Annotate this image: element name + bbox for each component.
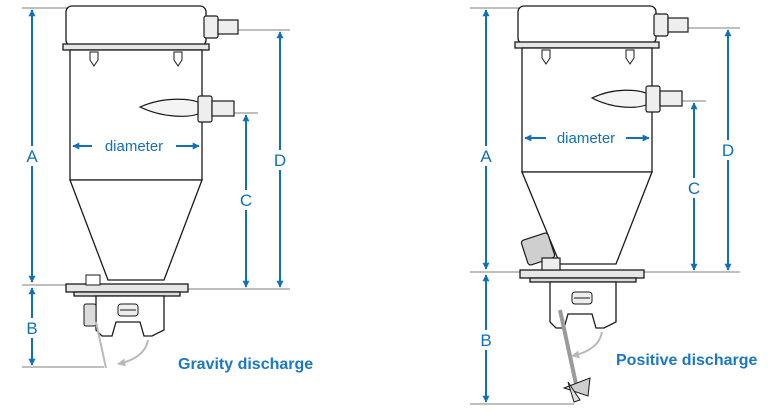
right-dim-d-label: D <box>722 141 734 160</box>
left-figure-gravity: A B C D diameter <box>22 5 290 369</box>
left-flap <box>95 321 107 369</box>
left-sensor <box>83 303 97 327</box>
right-cylinder <box>521 47 653 173</box>
left-lid-band <box>62 43 210 51</box>
right-lid <box>517 5 657 45</box>
right-agitator <box>558 309 591 403</box>
right-inlet-collar <box>645 85 661 113</box>
right-tubes <box>590 13 689 113</box>
left-vacuum-port-collar <box>203 15 219 39</box>
right-agitator-blade <box>562 377 591 397</box>
left-swing-arrow <box>117 339 149 367</box>
right-discharge-housing <box>549 281 617 329</box>
right-dim-a-label: A <box>480 147 492 166</box>
right-clamp-1 <box>541 49 551 65</box>
left-vacuum-port <box>217 19 239 35</box>
right-motor-mount <box>541 257 561 271</box>
right-vacuum-port <box>667 17 689 33</box>
left-inlet-collar <box>197 95 213 123</box>
right-lid-band <box>514 41 660 49</box>
left-diameter-label: diameter <box>105 138 163 155</box>
right-agitator-shaft <box>558 309 578 385</box>
right-receiver-body <box>514 5 660 329</box>
right-dim-b-label: B <box>480 331 491 350</box>
left-lid <box>65 5 207 47</box>
right-deflector <box>590 89 647 108</box>
right-dim-c-label: C <box>688 179 700 198</box>
right-inlet-tube <box>659 90 683 107</box>
left-receiver-body <box>62 5 210 337</box>
left-cone <box>69 179 203 281</box>
right-vacuum-port-collar <box>653 13 669 37</box>
right-figure-positive: A B C D diameter <box>470 5 740 405</box>
right-flange <box>519 269 645 279</box>
right-clamp-2 <box>625 49 635 65</box>
right-swing-arrow <box>571 331 603 359</box>
right-details <box>541 49 635 305</box>
left-details <box>83 51 183 327</box>
positive-discharge-caption: Positive discharge <box>616 352 758 369</box>
gravity-discharge-caption: Gravity discharge <box>178 356 314 373</box>
left-inlet-tube <box>211 100 235 117</box>
left-deflector <box>138 98 199 117</box>
left-flange <box>65 283 189 293</box>
left-tubes <box>138 15 239 123</box>
left-level-switch <box>85 274 101 286</box>
left-clamp-1 <box>89 51 99 67</box>
left-dim-d-label: D <box>274 151 286 170</box>
left-dim-c-label: C <box>240 191 252 210</box>
left-dim-b-label: B <box>26 319 37 338</box>
left-dim-a-label: A <box>26 147 38 166</box>
right-motor <box>520 232 561 271</box>
right-diameter-label: diameter <box>557 130 615 147</box>
left-clamp-2 <box>173 51 183 67</box>
